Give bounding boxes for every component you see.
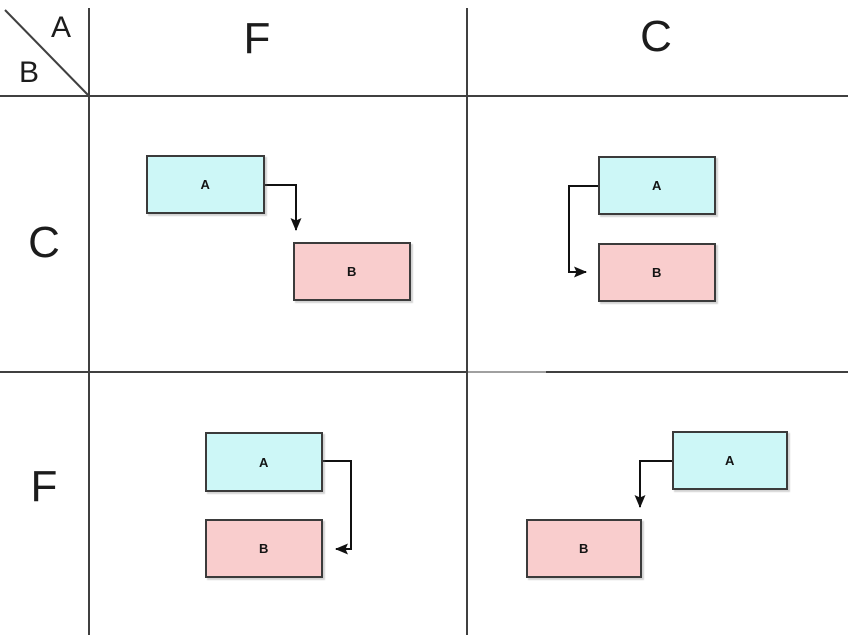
- cell-fc-box-b: B: [526, 519, 642, 578]
- corner-label-a: A: [50, 11, 72, 44]
- cell-cc-box-a: A: [598, 156, 716, 215]
- cell-ff-box-a: A: [205, 432, 323, 492]
- cell-ff-box-b: B: [205, 519, 323, 578]
- cell-cf-box-b: B: [293, 242, 411, 301]
- cell-cf-box-a: A: [146, 155, 265, 214]
- cell-fc-box-a: A: [672, 431, 788, 490]
- arrow-cell-FC: [634, 460, 672, 508]
- corner-diagonal-line: [4, 9, 90, 97]
- row-header-f: F: [30, 462, 58, 511]
- row-header-c: C: [28, 218, 60, 267]
- corner-label-b: B: [18, 56, 40, 89]
- arrow-cell-CC: [568, 185, 598, 278]
- grid-lines: [0, 8, 848, 635]
- column-header-f: F: [243, 14, 271, 63]
- column-header-c: C: [640, 12, 672, 61]
- cell-cc-box-b: B: [598, 243, 716, 302]
- arrow-cell-FF: [323, 460, 352, 555]
- arrow-cell-CF: [265, 184, 302, 231]
- faded-line-segment: [468, 370, 546, 375]
